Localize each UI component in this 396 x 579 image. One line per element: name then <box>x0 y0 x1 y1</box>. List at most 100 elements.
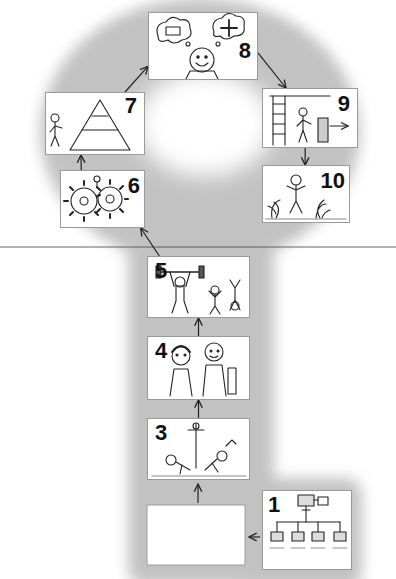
network-sketch-part <box>292 532 304 541</box>
garden-sketch-part <box>316 200 330 218</box>
conversation-sketch-part <box>172 346 190 352</box>
triangle-sketch-part <box>92 115 108 116</box>
network-sketch-part-part <box>270 548 284 549</box>
training-sketch <box>156 266 240 314</box>
conversation-sketch-part <box>210 356 218 358</box>
gears-sketch <box>64 176 128 221</box>
card-ground-part <box>147 256 250 318</box>
process-card: 1 <box>262 490 352 570</box>
ladder-sketch-part <box>273 104 285 134</box>
gears-sketch-part <box>96 182 97 188</box>
flow-arrow <box>80 155 81 170</box>
step-number: 4 <box>155 339 167 363</box>
ladder-sketch-part <box>318 118 328 142</box>
figures-sketch-part <box>176 462 190 470</box>
gears-sketch-part <box>97 180 128 218</box>
process-card: 10 <box>262 165 350 223</box>
network-sketch-part <box>297 522 298 532</box>
conversation-sketch-part <box>217 350 219 352</box>
card-ground-part <box>45 92 145 155</box>
process-card: 6 <box>60 170 145 228</box>
network-sketch-part <box>305 510 306 522</box>
garden-sketch-part <box>287 185 305 213</box>
thinking-sketch-part <box>216 42 220 46</box>
flow-arrow <box>125 66 148 92</box>
process-card: 4 <box>147 336 250 400</box>
card-ground-part <box>147 336 250 400</box>
gears-sketch-part <box>98 187 122 211</box>
divider-line <box>0 247 396 248</box>
key-shape-part <box>236 478 362 579</box>
process-card: 8 <box>148 12 258 80</box>
ladder-sketch-part <box>272 96 273 145</box>
thinking-sketch-part <box>197 56 199 58</box>
flow-arrow <box>258 53 286 88</box>
figures-sketch-part <box>193 423 199 429</box>
card-ground-part <box>148 12 258 80</box>
figures-sketch-part <box>166 455 176 465</box>
gears-sketch-part <box>71 188 97 214</box>
card-ground-part <box>262 165 350 223</box>
gears-sketch-part <box>94 176 100 182</box>
figures-sketch-part <box>217 451 227 461</box>
training-sketch-part <box>209 291 221 314</box>
network-sketch-part <box>271 532 283 541</box>
triangle-sketch-part <box>51 114 59 122</box>
figures-sketch-part <box>180 465 182 474</box>
network-sketch <box>270 495 347 548</box>
training-sketch-part <box>172 287 188 313</box>
process-card: 3 <box>147 418 250 480</box>
step-number: 8 <box>239 39 251 63</box>
network-sketch-part <box>270 548 347 549</box>
step-number: 7 <box>125 94 137 118</box>
network-sketch-part <box>334 532 346 541</box>
conversation-sketch <box>170 343 236 396</box>
conversation-sketch-part <box>228 368 236 394</box>
thinking-sketch-part <box>196 63 208 66</box>
ladder-sketch <box>270 96 348 145</box>
card-ground-part <box>262 490 352 570</box>
thinking-sketch-part <box>186 71 218 79</box>
process-card: 5 <box>147 256 250 318</box>
network-sketch-part-part <box>311 548 325 549</box>
flow-arrow <box>141 228 160 256</box>
conversation-sketch-part <box>205 343 223 361</box>
ladder-sketch-part <box>330 125 348 126</box>
card-ground-part <box>147 418 250 480</box>
thinking-sketch-part <box>213 13 244 39</box>
network-sketch-part <box>317 522 318 532</box>
conversation-sketch-part <box>203 365 226 396</box>
network-sketch-part <box>312 532 324 541</box>
ladder-sketch-part <box>299 108 307 116</box>
card-ground-part <box>60 170 145 228</box>
flow-arrow <box>198 400 199 418</box>
conversation-sketch-part <box>184 354 186 356</box>
thinking-sketch-part <box>221 20 237 36</box>
training-sketch-part <box>170 272 190 286</box>
network-sketch-part <box>298 495 314 506</box>
flow-arrow <box>198 318 199 336</box>
triangle-sketch-part <box>70 100 130 150</box>
ladder-sketch-part <box>284 96 285 145</box>
step-number: 5 <box>155 259 167 283</box>
gears-sketch-part <box>106 195 114 203</box>
process-card: 7 <box>45 92 145 155</box>
network-sketch-part <box>276 522 277 532</box>
ladder-sketch-part <box>270 95 330 96</box>
step-number: 1 <box>268 493 280 517</box>
step-number: 9 <box>338 92 350 116</box>
garden-sketch-part <box>291 175 301 185</box>
figures-sketch-part <box>188 429 204 430</box>
conversation-sketch-part <box>170 369 192 396</box>
thinking-sketch-part <box>157 17 191 43</box>
training-sketch-part <box>211 286 219 294</box>
network-sketch-part <box>318 497 328 505</box>
step-number: 6 <box>128 174 140 198</box>
figures-sketch-part <box>195 424 196 468</box>
key-shape <box>40 0 362 579</box>
triangle-sketch-part <box>82 129 118 130</box>
ladder-sketch-part <box>297 116 311 142</box>
card-ground-part <box>262 88 358 148</box>
conversation-sketch-part <box>176 354 178 356</box>
